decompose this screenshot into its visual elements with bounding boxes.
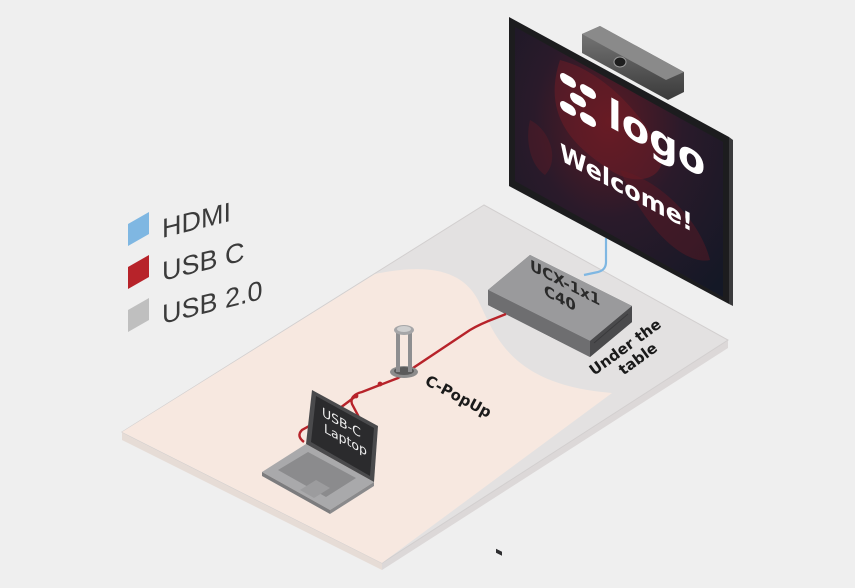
logo-mark-icon [560, 73, 596, 127]
legend-item: USB 2.0 [128, 274, 263, 332]
legend-swatch [128, 255, 149, 289]
legend-item: USB C [128, 236, 244, 289]
legend-label: HDMI [162, 196, 231, 244]
legend-item: HDMI [128, 196, 231, 246]
table-top [122, 269, 612, 563]
c-popup-device [390, 325, 418, 378]
legend-swatch [128, 298, 149, 332]
legend-label: USB C [162, 236, 244, 287]
hdmi-cable [583, 238, 608, 277]
webcam [582, 26, 684, 100]
usb-c-laptop: USB-C Laptop [262, 390, 378, 514]
camera-lens-icon [613, 56, 627, 68]
display-screen [515, 27, 723, 297]
legend-swatch [128, 212, 149, 246]
ucx-switcher: UCX-1x1 C40 [488, 255, 632, 556]
display-monitor: logo Welcome! [509, 17, 733, 306]
